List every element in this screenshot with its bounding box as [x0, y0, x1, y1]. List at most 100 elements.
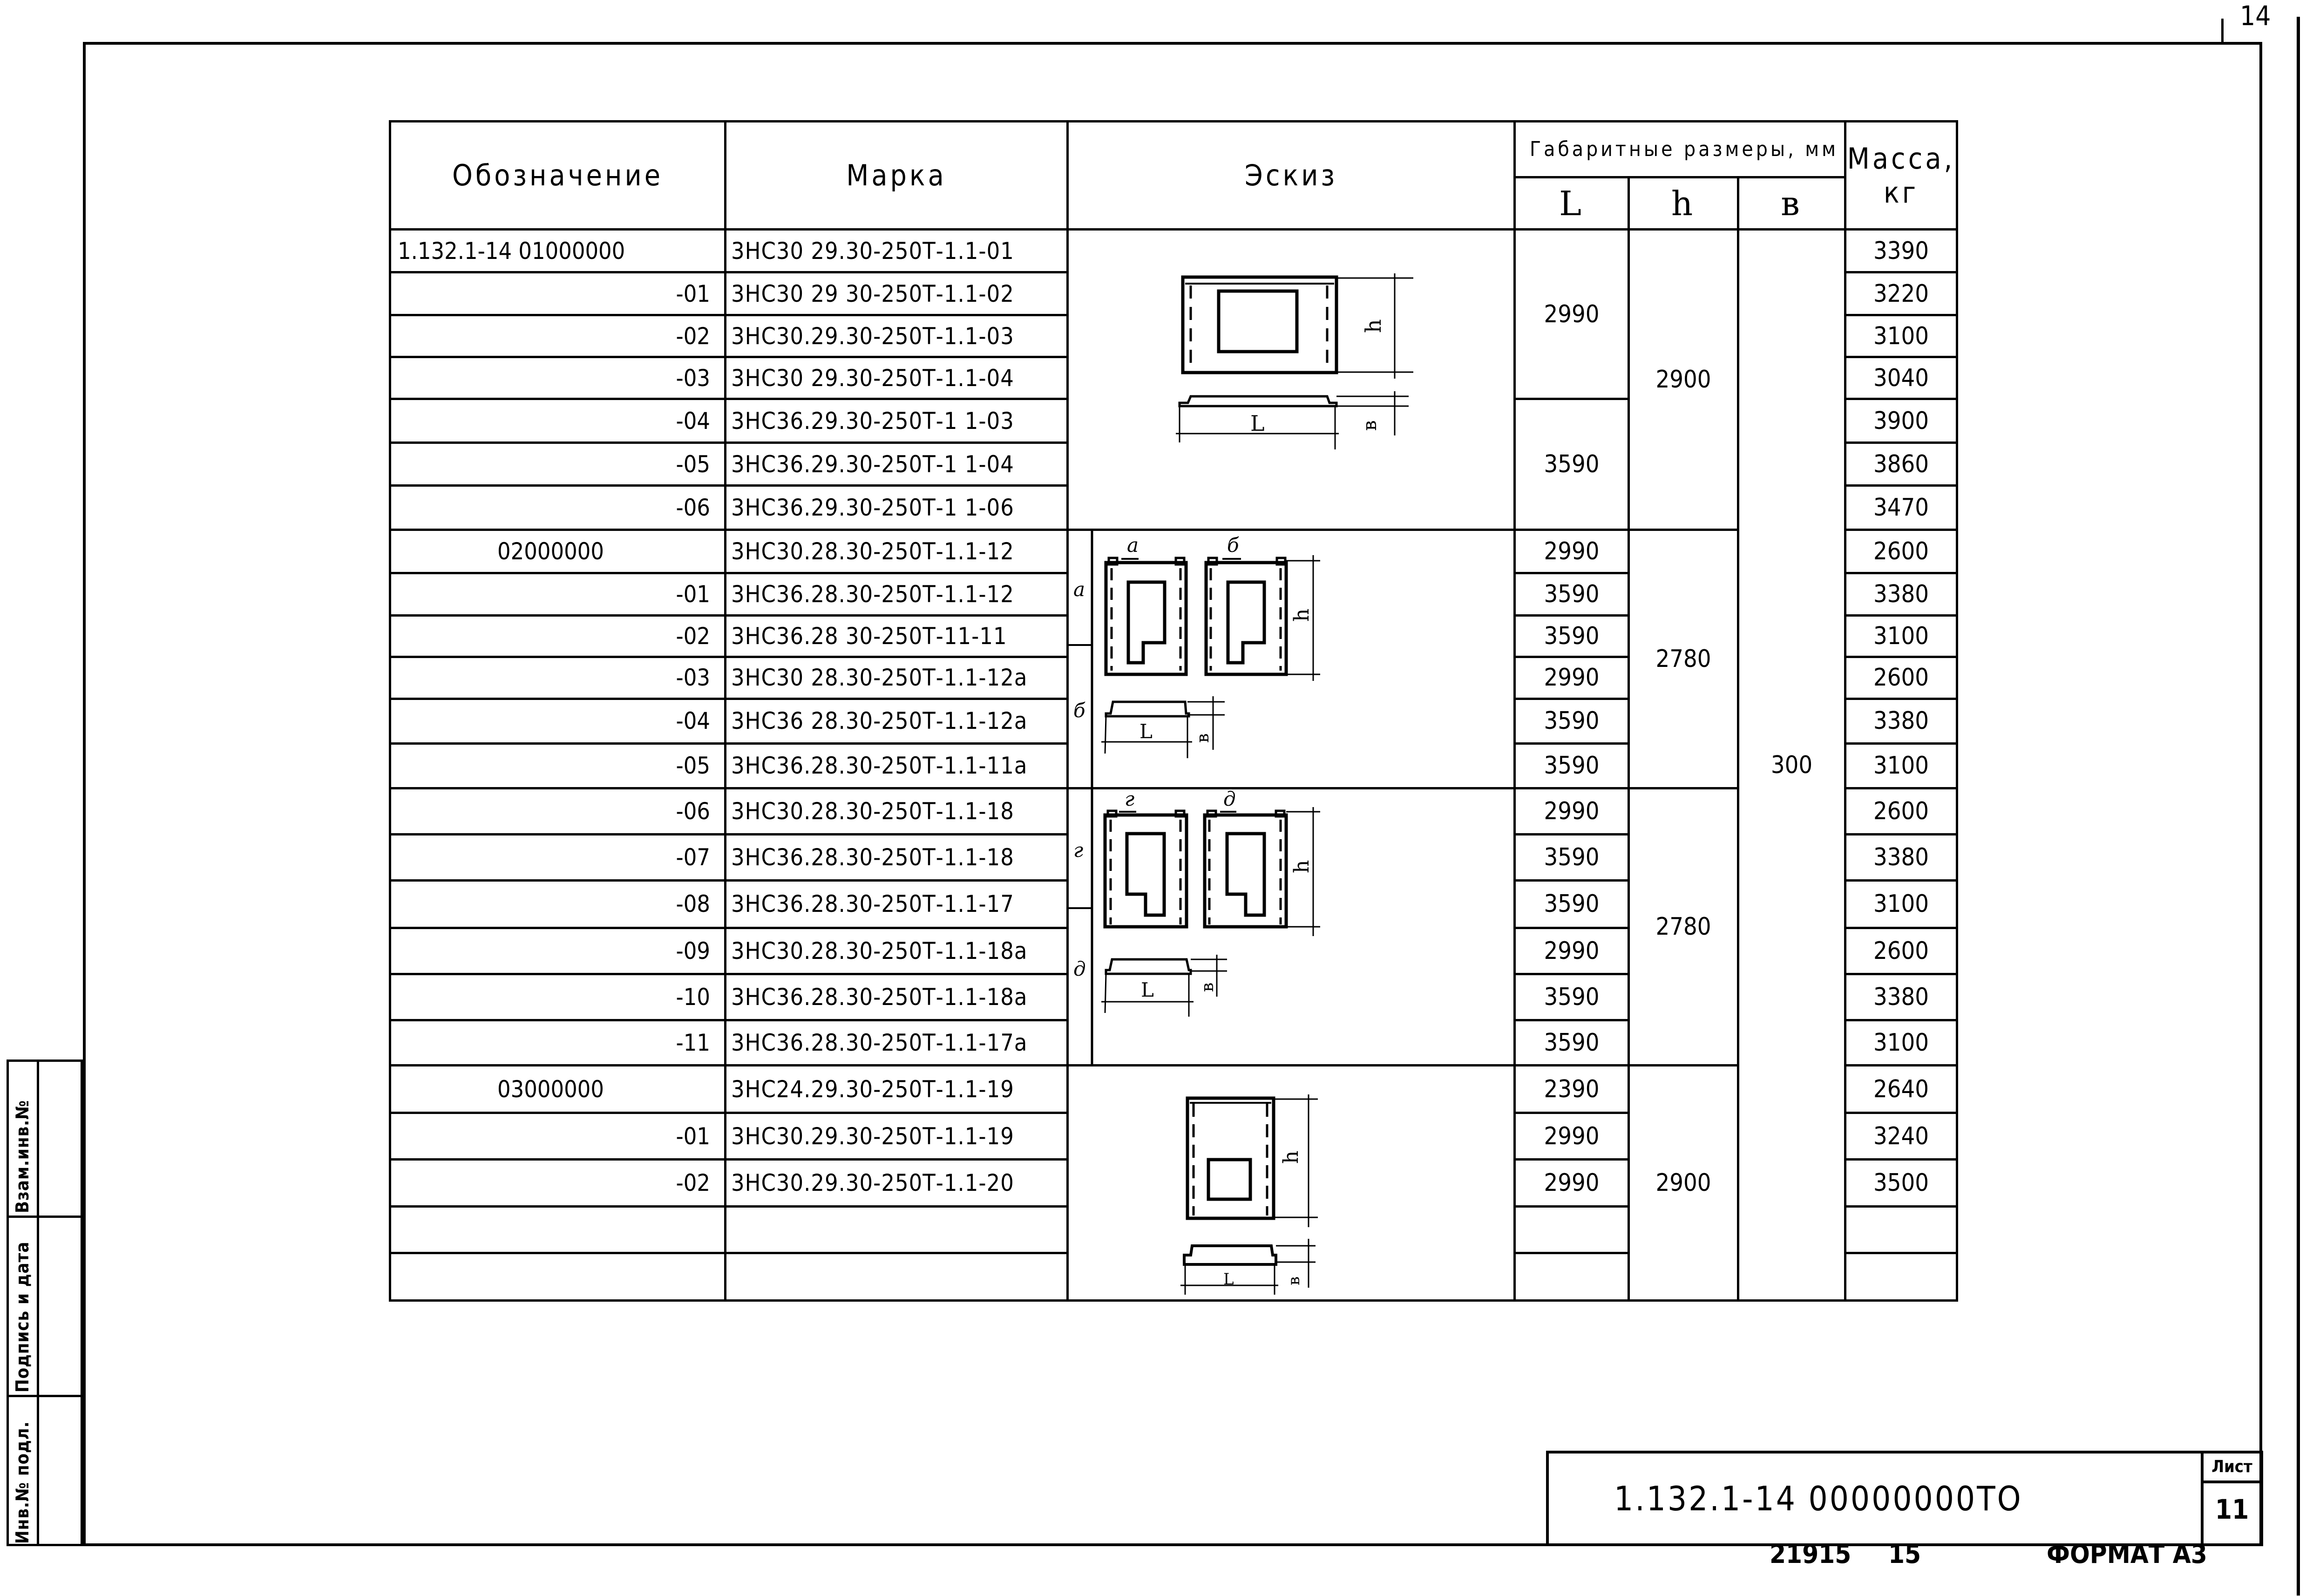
sheet-label: Лист	[2204, 1453, 2260, 1483]
stamp-value-vzam	[39, 1059, 83, 1218]
variant-label-a: а	[1073, 578, 1085, 601]
sketch-group-3: г д г д h L в	[1066, 787, 1516, 1066]
sketch-label-L: L	[1141, 978, 1154, 1001]
row-mass: 3240	[1844, 1112, 1958, 1161]
h-merged: 2900	[1628, 1064, 1739, 1302]
stamp-values-column	[39, 1059, 83, 1546]
sheet-number: 11	[2215, 1494, 2249, 1525]
sketch-label-h: h	[1290, 609, 1314, 622]
row-mark: 3НС30 29.30-250Т-1.1-04	[724, 356, 1069, 400]
row-L: 3590	[1513, 742, 1630, 790]
sketch-title-g: г	[1125, 789, 1134, 810]
row-mass: 3100	[1844, 742, 1958, 790]
row-L: 2990	[1513, 1112, 1630, 1161]
b-merged: 300	[1737, 228, 1846, 1302]
row-designation: -10	[389, 972, 726, 1021]
h-merged: 2780	[1628, 787, 1739, 1066]
row-mark: 3НС30.29.30-250Т-1.1-20	[724, 1158, 1069, 1208]
row-mass: 2600	[1844, 656, 1958, 700]
row-mass: 3100	[1844, 879, 1958, 929]
row-mass: 2640	[1844, 1064, 1958, 1114]
row-mass: 3040	[1844, 356, 1958, 400]
row-L: 2990	[1513, 926, 1630, 975]
row-designation: -06	[389, 787, 726, 836]
row-L: 3590	[1513, 972, 1630, 1021]
panel-sketch-small-window-icon: h L в	[1180, 1094, 1318, 1295]
row-L: 3590	[1513, 572, 1630, 617]
row-mark: 3НС30.28.30-250Т-1.1-12	[724, 528, 1069, 575]
specification-table: Обозначение Марка Эскиз Габаритные разме…	[389, 120, 1958, 1302]
row-L-empty	[1513, 1251, 1630, 1302]
row-L: 2990	[1513, 528, 1630, 575]
panel-sketch-door-ab-icon: а б а б h L в	[1069, 531, 1320, 787]
sketch-label-L: L	[1223, 1270, 1234, 1289]
row-mark: 3НС36.28.30-250Т-1.1-18	[724, 833, 1069, 882]
row-designation: -07	[389, 833, 726, 882]
row-L: 3590	[1513, 697, 1630, 745]
sheet-box: Лист 11	[2201, 1453, 2260, 1543]
sketch-label-L: L	[1250, 411, 1265, 436]
row-designation: -02	[389, 1158, 726, 1208]
row-designation: -05	[389, 441, 726, 487]
row-mark: 3НС30.28.30-250Т-1.1-18а	[724, 926, 1069, 975]
h-merged: 2780	[1628, 529, 1739, 789]
row-mark: 3НС30 29.30-250Т-1.1-01	[724, 228, 1069, 273]
row-mark: 3НС36.28.30-250Т-1.1-17а	[724, 1019, 1069, 1067]
stamp-podpis-label: Подпись и дата	[12, 1241, 33, 1392]
row-L: 2390	[1513, 1064, 1630, 1114]
row-designation: -11	[389, 1019, 726, 1067]
row-designation: -02	[389, 614, 726, 659]
header-designation: Обозначение	[389, 120, 726, 231]
stamp-inv-podl-label: Инв.№ подл.	[12, 1421, 33, 1544]
sketch-title-b: б	[1227, 534, 1239, 557]
variant-label-b: б	[1073, 699, 1085, 722]
sketch-title-a: а	[1127, 534, 1139, 557]
row-L: 3590	[1513, 879, 1630, 929]
row-mass: 3100	[1844, 614, 1958, 659]
sketch-title-d: д	[1223, 789, 1236, 810]
row-mark: 3НС36.28.30-250Т-1.1-18а	[724, 972, 1069, 1021]
row-mass: 3860	[1844, 441, 1958, 487]
row-mark: 3НС30.28.30-250Т-1.1-18	[724, 787, 1069, 836]
format-label: ФОРМАТ А3	[2047, 1539, 2207, 1569]
row-designation: -01	[389, 271, 726, 316]
stamp-vzam-label: Взам.инв.№	[12, 1100, 33, 1213]
header-dimensions: Габаритные размеры, мм	[1513, 120, 1846, 178]
row-mass: 3380	[1844, 697, 1958, 745]
row-mark: 3НС36.28 30-250Т-11-11	[724, 614, 1069, 659]
row-designation: -04	[389, 697, 726, 745]
row-L: 2990	[1513, 656, 1630, 700]
header-sketch: Эскиз	[1066, 120, 1516, 231]
L-merged: 2990	[1513, 228, 1630, 400]
row-L: 2990	[1513, 787, 1630, 836]
row-designation-empty	[389, 1251, 726, 1302]
copy-number: 15	[1888, 1539, 1921, 1569]
row-designation: -05	[389, 742, 726, 790]
row-designation: 03000000	[389, 1064, 726, 1114]
row-mark-empty	[724, 1205, 1069, 1254]
title-block: 1.132.1-14 00000000ТО Лист 11	[1546, 1451, 2263, 1546]
sketch-label-L: L	[1139, 720, 1153, 743]
row-mass: 3900	[1844, 398, 1958, 444]
row-mark: 3НС30.29.30-250Т-1.1-03	[724, 314, 1069, 358]
row-L: 3590	[1513, 614, 1630, 659]
header-mark: Марка	[724, 120, 1069, 231]
sketch-label-h: h	[1361, 319, 1386, 333]
row-L: 2990	[1513, 1158, 1630, 1208]
row-designation: -08	[389, 879, 726, 929]
sketch-group-2: а б а б h L в	[1066, 529, 1516, 789]
stamp-cell-vzam	[7, 1059, 39, 1218]
row-designation: 1.132.1-14 01000000	[389, 228, 726, 273]
h-merged: 2900	[1628, 228, 1739, 531]
sketch-label-b: в	[1359, 420, 1381, 431]
row-designation: -02	[389, 314, 726, 358]
sketch-label-h: h	[1290, 860, 1314, 873]
sketch-label-b: в	[1194, 733, 1213, 743]
order-number: 21915	[1770, 1539, 1852, 1569]
sketch-label-b: в	[1285, 1277, 1303, 1285]
row-mark: 3НС36.28.30-250Т-1.1-17	[724, 879, 1069, 929]
row-designation: -09	[389, 926, 726, 975]
page-tick	[2221, 19, 2224, 42]
row-mark: 3НС30 29 30-250Т-1.1-02	[724, 271, 1069, 316]
panel-sketch-door-gd-icon: г д г д h L в	[1069, 789, 1320, 1064]
